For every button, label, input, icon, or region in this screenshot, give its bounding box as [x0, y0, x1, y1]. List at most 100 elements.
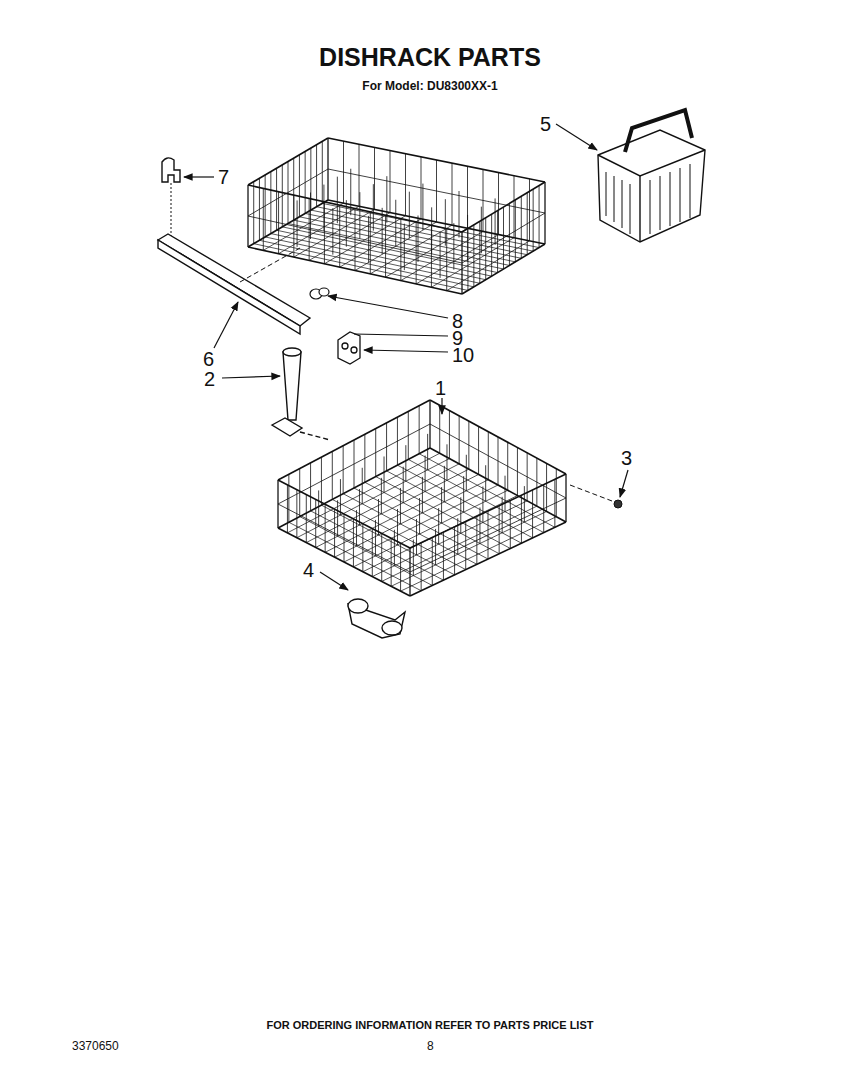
rack-wire	[310, 193, 311, 240]
rack-wire	[545, 182, 546, 244]
rack-wire	[533, 189, 534, 251]
rack-wire	[435, 529, 436, 565]
rack-wire	[382, 506, 537, 581]
rack-wire	[459, 416, 460, 464]
rack-wire	[362, 468, 363, 504]
rack-wire	[507, 442, 508, 490]
rack-wire	[488, 432, 489, 480]
rack-wire	[421, 543, 422, 591]
rack-wire	[419, 498, 420, 534]
rack-wire	[297, 200, 298, 247]
rack-wire	[368, 216, 369, 262]
rack-wire	[427, 434, 428, 470]
rack-wire	[459, 191, 460, 238]
rack-wire	[482, 486, 483, 522]
rack-wire	[502, 497, 503, 533]
rack-wire	[375, 429, 376, 477]
rack-wire	[438, 508, 439, 544]
document-number: 3370650	[72, 1040, 119, 1053]
rack-wire	[432, 537, 433, 585]
rack-wire	[419, 406, 420, 454]
rack-wire	[323, 185, 324, 232]
rack-wire	[364, 434, 365, 482]
rack-wire	[322, 141, 323, 203]
rack-wire	[325, 504, 326, 552]
rack-wire	[332, 208, 333, 255]
rack-wire	[446, 444, 447, 480]
rack-wire	[400, 488, 401, 524]
rack-wire	[276, 168, 277, 230]
rack-wire	[387, 471, 522, 543]
rack-wire	[375, 520, 376, 556]
rack-wire	[397, 465, 532, 538]
spray-tower	[272, 348, 330, 440]
rack-wire	[294, 220, 510, 265]
rack-wire	[545, 182, 546, 244]
rack-wire	[488, 511, 489, 559]
rack-wire	[481, 207, 482, 254]
rack-wire	[340, 479, 341, 515]
rack-wire	[466, 455, 467, 491]
rack-wire	[288, 474, 289, 522]
rack-wire	[425, 456, 426, 492]
rack-wire	[353, 519, 354, 567]
rack-wire	[328, 138, 329, 200]
rack-wire	[436, 160, 437, 222]
rack-wire	[334, 509, 335, 557]
rack-wire	[439, 405, 440, 453]
rack-wire	[316, 145, 317, 207]
rack-wire	[408, 411, 409, 459]
rack-wire	[445, 199, 446, 246]
footer-note: FOR ORDERING INFORMATION REFER TO PARTS …	[267, 1019, 594, 1031]
rack-wire	[440, 231, 441, 277]
rack-wire	[299, 155, 300, 217]
rack-wire	[566, 474, 567, 522]
rack-wire	[465, 522, 466, 570]
callout-number: 3	[621, 447, 632, 469]
rack-wire	[410, 548, 411, 596]
rack-wire	[430, 400, 431, 448]
rack-wire	[529, 179, 530, 241]
rack-wire	[328, 138, 329, 200]
rack-wire	[356, 510, 357, 546]
rack-wire	[441, 487, 442, 523]
rack-wire	[344, 514, 345, 562]
rack-wire	[317, 207, 534, 251]
rack-wire	[443, 532, 444, 580]
callout-number: 6	[203, 348, 214, 370]
rack-wire	[422, 477, 423, 513]
rack-adjuster	[338, 332, 360, 364]
rack-wire	[376, 477, 511, 549]
rack-wire	[278, 480, 279, 528]
rack-wire	[405, 445, 406, 481]
rack-wire	[350, 169, 351, 216]
rack-wire	[495, 198, 496, 245]
rack-wire	[343, 446, 344, 494]
rack-wire	[460, 497, 461, 533]
rack-wire	[378, 499, 379, 535]
rack-wire	[467, 215, 468, 261]
rack-wire	[527, 453, 528, 501]
rack-wire	[363, 496, 518, 572]
rack-wire	[452, 163, 453, 225]
rack-wire	[337, 177, 338, 224]
rack-wire	[288, 162, 289, 224]
rack-wire	[409, 192, 410, 239]
rack-wire	[416, 519, 417, 555]
rack-wire	[421, 157, 422, 219]
rack-wire	[278, 480, 279, 528]
callout-number: 2	[204, 368, 215, 390]
callout-number: 4	[303, 559, 314, 581]
track-stop-clip	[162, 158, 180, 236]
rack-wire	[404, 224, 405, 270]
rack-wire	[299, 469, 300, 517]
rack-wire	[539, 186, 540, 248]
rack-wire	[315, 499, 316, 547]
rack-wire	[479, 508, 480, 544]
rack-wire	[395, 200, 396, 247]
leader-lines	[184, 124, 628, 590]
rack-wire	[521, 495, 522, 543]
rack-wire	[410, 548, 411, 596]
rack-wire	[498, 437, 499, 485]
rack-wire	[394, 530, 395, 566]
